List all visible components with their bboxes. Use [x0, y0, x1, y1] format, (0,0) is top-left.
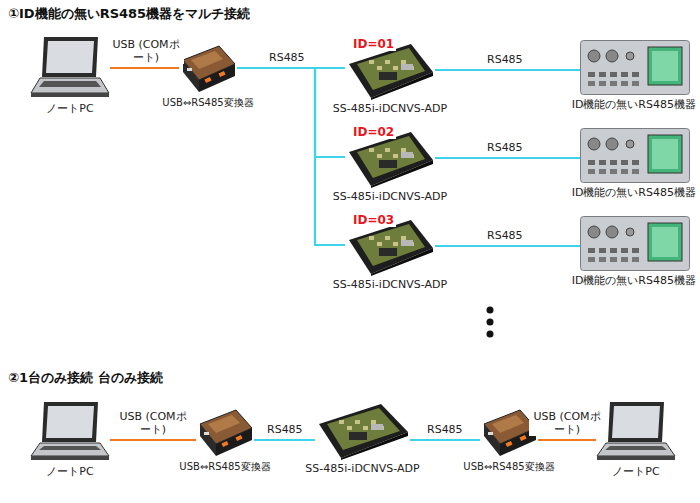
device-label: ノートPC: [46, 464, 93, 479]
adapter-node: ID=01SS-485i-iDCNVS-ADP: [345, 38, 435, 100]
cable-label: RS485: [425, 423, 465, 436]
continuation-dot: [487, 307, 494, 314]
device-illustration: [196, 406, 254, 458]
device-label: USB⇔RS485変換器: [162, 96, 253, 110]
section-heading: ①ID機能の無いRS485機器をマルチ接続: [8, 5, 250, 23]
device-illustration: [580, 216, 690, 271]
section-heading: ②1台のみ接続 台のみ接続: [8, 369, 163, 387]
device-label: USB⇔RS485変換器: [463, 460, 554, 474]
device-illustration: [30, 400, 110, 462]
device-label: SS-485i-iDCNVS-ADP: [305, 462, 419, 475]
usb-cable: [110, 439, 196, 441]
rs485-cable: [435, 245, 580, 247]
device-illustration: [580, 40, 690, 95]
device-illustration: [179, 42, 237, 94]
device-illustration: [315, 398, 410, 460]
device-label: ノートPC: [46, 101, 93, 116]
converter-node: USB⇔RS485変換器: [196, 406, 254, 458]
cable-label: USB (COMポート): [115, 410, 191, 436]
device-label: ID機能の無いRS485機器: [572, 97, 696, 112]
id-tag: ID=01: [351, 38, 396, 51]
device-label: ID機能の無いRS485機器: [572, 185, 696, 200]
adapter-node: ID=02SS-485i-iDCNVS-ADP: [345, 126, 435, 188]
rs485-device-node: ID機能の無いRS485機器: [580, 40, 690, 95]
adapter-node: SS-485i-iDCNVS-ADP: [315, 398, 410, 460]
cable-label: RS485: [485, 53, 525, 66]
continuation-dot: [487, 319, 494, 326]
device-label: ID機能の無いRS485機器: [572, 273, 696, 288]
rs485-cable: [435, 157, 580, 159]
rs485-cable: [237, 68, 345, 245]
cable-label: USB (COMポート): [108, 38, 184, 64]
id-tag: ID=03: [351, 214, 396, 227]
cable-label: RS485: [267, 51, 307, 64]
usb-cable: [110, 67, 179, 69]
laptop-node: ノートPC: [596, 400, 676, 462]
device-label: ノートPC: [612, 464, 659, 479]
laptop-node: ノートPC: [30, 35, 110, 99]
usb-cable: [538, 439, 596, 441]
device-illustration: [30, 35, 110, 99]
cable-label: RS485: [265, 423, 305, 436]
rs485-device-node: ID機能の無いRS485機器: [580, 128, 690, 183]
device-illustration: [580, 128, 690, 183]
converter-node: USB⇔RS485変換器: [179, 42, 237, 94]
continuation-dot: [487, 331, 494, 338]
rs485-cable: [410, 439, 480, 441]
cable-label: USB (COMポート): [529, 410, 605, 436]
rs485-device-node: ID機能の無いRS485機器: [580, 216, 690, 271]
device-label: USB⇔RS485変換器: [179, 460, 270, 474]
rs485-cable: [435, 69, 580, 71]
cable-label: RS485: [485, 141, 525, 154]
rs485-cable: [237, 68, 345, 157]
adapter-node: ID=03SS-485i-iDCNVS-ADP: [345, 214, 435, 276]
device-label: SS-485i-iDCNVS-ADP: [333, 278, 447, 291]
cable-label: RS485: [485, 229, 525, 242]
device-illustration: [596, 400, 676, 462]
laptop-node: ノートPC: [30, 400, 110, 462]
rs485-cable: [254, 439, 315, 441]
id-tag: ID=02: [351, 126, 396, 139]
device-label: SS-485i-iDCNVS-ADP: [333, 190, 447, 203]
device-label: SS-485i-iDCNVS-ADP: [333, 102, 447, 115]
